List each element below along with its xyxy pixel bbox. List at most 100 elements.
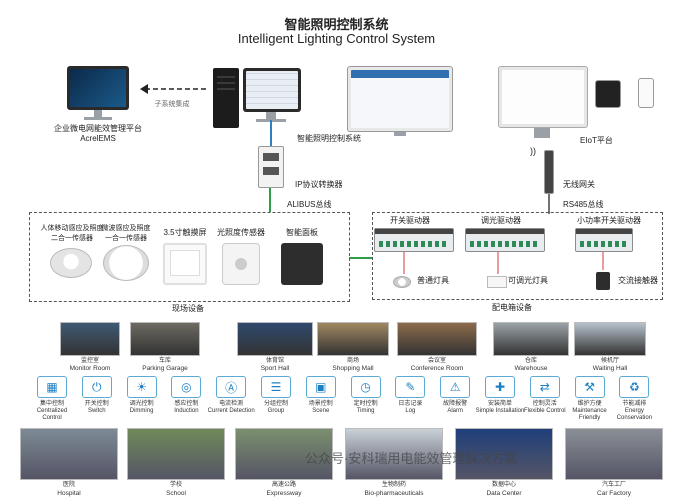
function-icon: ☀ <box>126 376 157 398</box>
application-label-en: Car Factory <box>597 490 631 497</box>
function-label-en: Induction <box>174 408 199 414</box>
subsystem-label: 子系统集成 <box>154 101 190 108</box>
function-label-cn: 安装简单 <box>487 401 513 407</box>
center-label: 智能照明控制系统 <box>297 134 361 143</box>
driver-1-label: 开关驱动器 <box>390 216 430 225</box>
function-label-en: Alarm <box>447 408 464 414</box>
sensor-4-label: 光照度传感器 <box>217 228 265 237</box>
scene-label-en: Warehouse <box>514 365 548 372</box>
scene-image <box>130 322 200 356</box>
subsystem-arrow <box>140 84 206 94</box>
switch-driver <box>374 228 454 252</box>
function-label-cn: 故障报警 <box>443 401 468 407</box>
microwave-sensor <box>103 245 149 281</box>
function-label-cn: 定时控制 <box>353 401 378 407</box>
application-image <box>565 428 663 480</box>
function-icon: ⚒ <box>574 376 605 398</box>
application-label-cn: 数据中心 <box>491 482 517 488</box>
center-monitor-1 <box>243 68 301 112</box>
application-label-en: School <box>166 490 186 497</box>
title-en: Intelligent Lighting Control System <box>237 31 436 46</box>
wireless-gateway-label: 无线网关 <box>563 180 595 189</box>
scene-image <box>60 322 120 356</box>
application-label-cn: 医院 <box>62 482 76 488</box>
scene-image <box>397 322 477 356</box>
function-label-en: Group <box>267 408 285 414</box>
lamp-1-label: 普通灯具 <box>417 276 449 285</box>
function-label-en: Flexible Control <box>523 408 566 414</box>
function-label-en: Dimming <box>129 408 154 414</box>
scene-label-cn: 候机厅 <box>600 358 620 364</box>
application-label-cn: 生物制药 <box>381 482 407 488</box>
scene-image <box>493 322 569 356</box>
scene-label-en: Conference Room <box>410 365 464 372</box>
eiot-label: EIoT平台 <box>580 136 613 145</box>
function-icon: ◷ <box>350 376 381 398</box>
application-label-cn: 高速公路 <box>271 482 297 488</box>
function-icon: ☰ <box>261 376 291 398</box>
function-label-cn: 集中控制 <box>39 401 65 407</box>
function-label-en: Log <box>405 408 416 414</box>
dimming-driver <box>465 228 545 252</box>
application-label-en: Expressway <box>266 490 302 497</box>
application-label-en: Bio-pharmaceuticals <box>364 490 424 497</box>
scene-image <box>317 322 389 356</box>
smart-panel <box>281 243 323 285</box>
function-label-en: Timing <box>356 408 375 414</box>
function-icon: ▣ <box>305 376 336 398</box>
application-image <box>235 428 333 480</box>
dimmable-lamp <box>487 276 507 288</box>
driver-2-label: 调光驱动器 <box>481 216 521 225</box>
function-icon: ♻ <box>619 376 650 398</box>
function-label-en: Centralized Control <box>36 408 68 421</box>
application-image <box>345 428 443 480</box>
lamp-2-label: 可调光灯具 <box>508 276 548 285</box>
application-label-en: Data Center <box>486 490 522 497</box>
application-label-cn: 汽车工厂 <box>601 482 627 488</box>
ems-label-en: AcrelEMS <box>80 134 116 143</box>
function-label-cn: 控制灵活 <box>532 401 557 407</box>
function-label-en: Scene <box>312 408 330 414</box>
function-label-cn: 维护方便 <box>577 401 602 407</box>
function-icon: ⇄ <box>529 376 560 398</box>
ip-converter-label: IP协议转换器 <box>295 180 343 189</box>
application-label-cn: 学校 <box>169 482 183 488</box>
alibus-label: ALIBUS总线 <box>287 200 332 209</box>
low-power-driver <box>575 228 633 252</box>
bus-lines <box>269 188 550 259</box>
scene-label-en: Waiting Hall <box>592 365 628 372</box>
scene-image <box>237 322 313 356</box>
scene-label-en: Sport Hall <box>260 365 290 372</box>
scene-image <box>574 322 646 356</box>
function-label-cn: 分组控制 <box>263 401 289 407</box>
scene-label-cn: 体育馆 <box>265 358 285 364</box>
scene-label-cn: 监控室 <box>80 358 100 364</box>
function-icon: ◎ <box>171 376 202 398</box>
sensor-5-label: 智能面板 <box>286 228 318 237</box>
application-image <box>20 428 118 480</box>
cabinet-caption: 配电箱设备 <box>492 303 532 312</box>
function-icon: ✚ <box>485 376 515 398</box>
field-caption: 现场设备 <box>172 304 204 313</box>
scene-label-en: Parking Garage <box>142 365 188 372</box>
contactor <box>596 272 610 290</box>
scene-label-cn: 仓库 <box>524 358 538 364</box>
field-devices-box <box>29 212 350 302</box>
function-icon: ✎ <box>395 376 426 398</box>
scene-label-en: Shopping Mall <box>332 365 374 372</box>
function-icon: ▦ <box>37 376 67 398</box>
function-label-cn: 感应控制 <box>174 401 199 407</box>
scene-label-en: Monitor Room <box>69 365 111 372</box>
eiot-monitor <box>498 66 588 128</box>
wifi-icon: )) <box>530 146 536 156</box>
scene-label-cn: 会议室 <box>427 358 447 364</box>
ip-converter-device <box>258 146 284 188</box>
touch-screen <box>163 243 207 285</box>
function-label-en: Maintenance Friendly <box>572 408 607 421</box>
wiring-lines <box>403 252 604 274</box>
tablet-icon <box>595 80 621 108</box>
scene-label-cn: 商场 <box>346 358 360 364</box>
watermark: 公众号·安科瑞用电能效管理解决方案 <box>305 451 518 466</box>
driver-3-label: 小功率开关驱动器 <box>577 216 641 225</box>
wireless-gateway-device <box>544 150 554 194</box>
